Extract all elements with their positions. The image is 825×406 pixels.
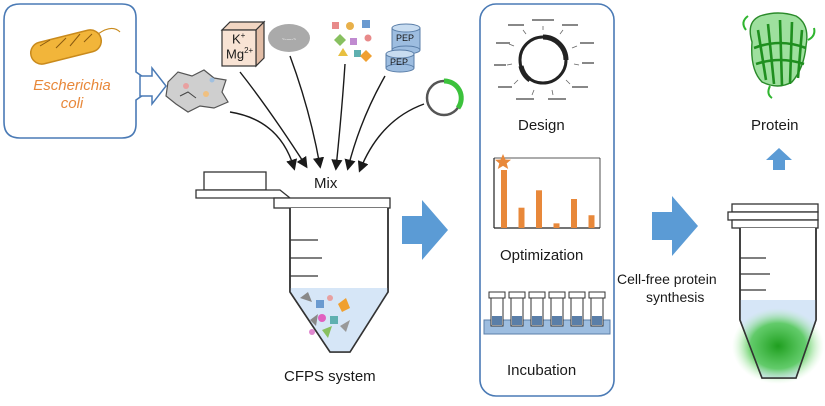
incubation-tube: [568, 291, 586, 327]
ion-k-label: K+: [232, 31, 245, 46]
cfps-system-label: CFPS system: [284, 368, 376, 385]
cell-lysate-icon: [165, 69, 229, 113]
cell-free-label-line1: Cell-free protein: [617, 271, 717, 287]
optimization-bar: [536, 190, 542, 228]
plasmid-icon: [425, 78, 464, 117]
optimization-bar: [501, 170, 507, 228]
optimization-bar: [571, 199, 577, 228]
organism-label-line2: coli: [60, 95, 84, 112]
flow-arrow-2-icon: [652, 196, 698, 256]
incubation-tube: [528, 291, 546, 327]
mix-arrows: [229, 55, 425, 173]
pep-label-2: PEP: [390, 57, 409, 67]
ion-mg-charge: 2+: [244, 46, 254, 55]
organism-label-line1: Escherichia: [33, 77, 111, 94]
optimization-label: Optimization: [500, 247, 584, 264]
incubation-tube: [548, 291, 566, 327]
plasmid-map-icon: [494, 19, 594, 100]
amino-acids-icon: [332, 20, 372, 62]
bacterium-icon: [29, 27, 121, 65]
gfp-protein-icon: [742, 12, 816, 99]
pep-label-1: PEP: [396, 33, 415, 43]
ntp-ellipse-icon: ~·—·~: [268, 24, 310, 52]
optimization-bar: [553, 223, 560, 228]
product-tube: [727, 203, 824, 384]
star-icon: [495, 154, 511, 169]
ion-k-charge: +: [240, 31, 246, 40]
flow-arrow-1-icon: [402, 200, 448, 260]
incubation-tube: [508, 291, 526, 327]
incubation-plate-icon: [483, 291, 611, 335]
svg-text:~·—·~: ~·—·~: [282, 37, 296, 43]
ecoli-callout: [3, 3, 158, 139]
optimization-chart: [493, 154, 601, 229]
ion-mg-symbol: Mg: [226, 46, 245, 62]
mix-label: Mix: [314, 175, 338, 192]
ion-mg-label: Mg2+: [226, 46, 253, 61]
ion-cube-icon: [220, 20, 266, 68]
protein-label: Protein: [751, 117, 799, 134]
incubation-label: Incubation: [507, 362, 577, 379]
optimization-bar: [518, 207, 525, 228]
up-arrow-icon: [766, 148, 792, 170]
cfps-tube: [195, 171, 391, 353]
hollow-arrow-icon: [139, 65, 167, 107]
cell-free-label-line2: synthesis: [646, 289, 705, 305]
design-label: Design: [518, 117, 565, 134]
incubation-tube: [488, 291, 506, 327]
optimization-bar: [588, 215, 595, 228]
incubation-tube: [588, 291, 606, 327]
ion-k-symbol: K: [232, 31, 241, 47]
pep-cylinders-icon: [385, 23, 421, 73]
